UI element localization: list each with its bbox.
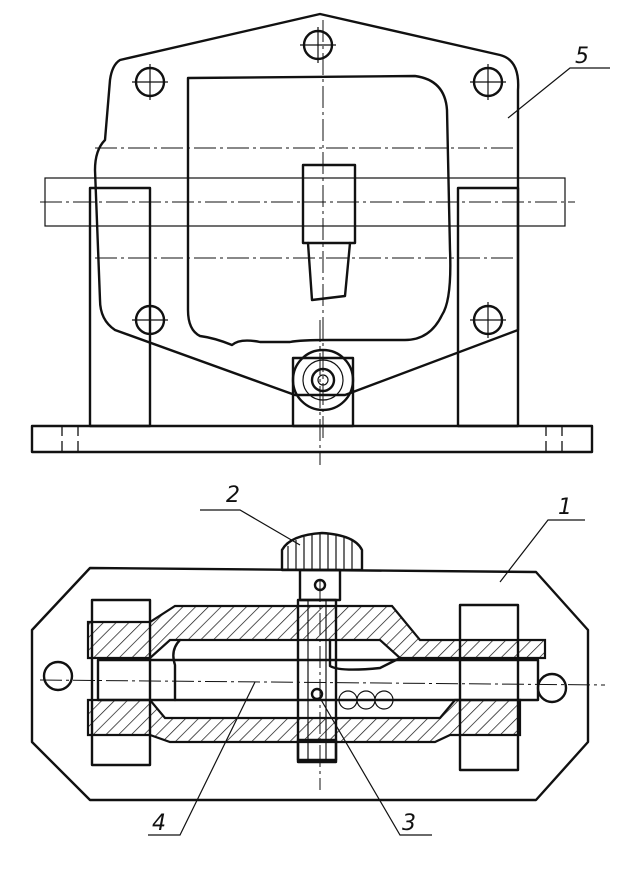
center-block-lower xyxy=(306,241,352,302)
leader-2 xyxy=(200,509,301,546)
knob-knurl xyxy=(287,534,353,570)
callout-5: 5 xyxy=(575,44,589,69)
screw-3 xyxy=(310,687,324,701)
leader-1 xyxy=(499,519,585,583)
balls xyxy=(338,690,394,710)
inner-channel xyxy=(172,638,402,702)
front-view: 5 xyxy=(30,12,610,465)
callout-4: 4 xyxy=(152,811,166,836)
ball-3 xyxy=(374,690,394,710)
clamp-section-upper xyxy=(86,604,547,660)
plan-center-lines xyxy=(39,580,606,790)
base-plate xyxy=(30,424,594,454)
mount-hole-left xyxy=(42,660,74,692)
clamp-section-lower xyxy=(86,698,522,744)
base-hole-left xyxy=(61,426,79,452)
knob-body xyxy=(280,531,364,572)
callout-2: 2 xyxy=(226,483,240,508)
body-outline xyxy=(30,566,590,802)
leader-5 xyxy=(507,67,610,119)
hole-crosshairs xyxy=(132,27,506,338)
rod xyxy=(96,658,540,702)
left-end-block xyxy=(90,598,152,767)
lower-shaft-end xyxy=(296,738,338,764)
right-end-block xyxy=(458,603,520,772)
callout-3: 3 xyxy=(402,811,416,836)
housing-cover-outline xyxy=(93,12,520,397)
front-view-holes xyxy=(132,27,506,338)
front-center-lines xyxy=(40,20,575,465)
callout-1: 1 xyxy=(558,495,572,520)
leader-3 xyxy=(319,697,432,836)
center-block xyxy=(301,163,357,245)
plan-view: 1 2 3 4 xyxy=(30,483,606,836)
inner-window xyxy=(186,74,452,347)
leader-4 xyxy=(148,681,256,836)
mount-hole-right xyxy=(536,672,568,704)
left-post xyxy=(88,186,152,428)
knurled-knob xyxy=(280,531,364,602)
base-hole-right xyxy=(545,426,563,452)
